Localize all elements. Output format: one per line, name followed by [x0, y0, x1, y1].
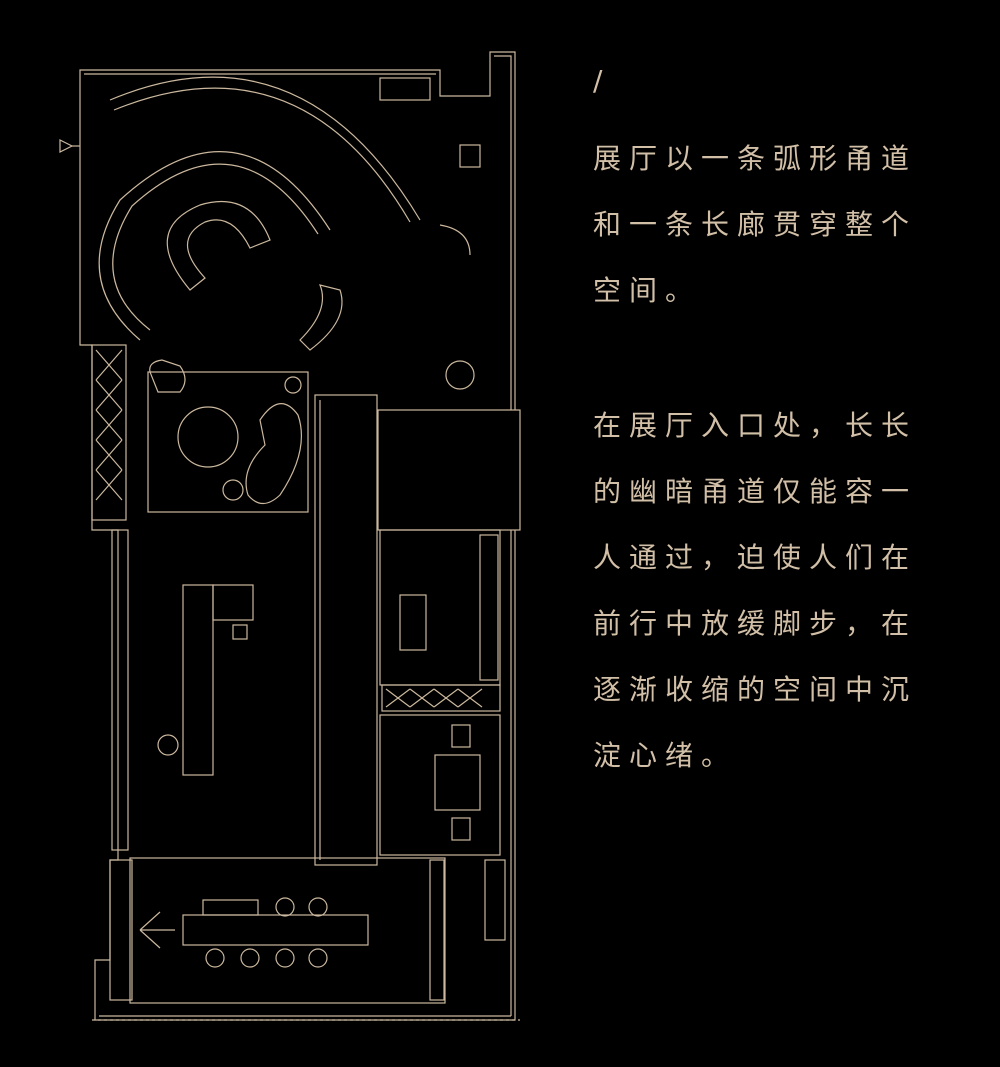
outer-walls: [79, 51, 520, 1021]
long-corridor: [314, 394, 521, 866]
arc-tunnel: [98, 76, 421, 341]
paragraph-1-line-3: 空间。: [593, 274, 702, 307]
entrance-arrow-icon: [59, 139, 80, 153]
paragraph-2-line-6: 淀心绪。: [593, 739, 738, 772]
paragraph-2-line-1: 在展厅入口处，长长: [593, 409, 918, 442]
left-shelving: [91, 344, 129, 851]
office-top-right: [379, 77, 481, 390]
floor-plan: [59, 51, 521, 1021]
paragraph-2-line-5: 逐渐收缩的空间中沉: [593, 673, 918, 706]
lounge: [147, 359, 309, 513]
paragraph-2-line-4: 前行中放缓脚步，在: [593, 607, 918, 640]
meeting-room: [109, 857, 506, 1004]
paragraph-1-line-2: 和一条长廊贯穿整个: [593, 208, 918, 241]
paragraph-1-line-1: 展厅以一条弧形甬道: [593, 142, 918, 175]
reception-desk: [157, 584, 254, 776]
arc-seating: [166, 201, 343, 351]
section-marker: /: [593, 64, 603, 97]
paragraph-2-line-2: 的幽暗甬道仅能容一: [593, 475, 918, 508]
right-rooms: [379, 529, 501, 856]
paragraph-2-line-3: 人通过，迫使人们在: [593, 541, 918, 574]
